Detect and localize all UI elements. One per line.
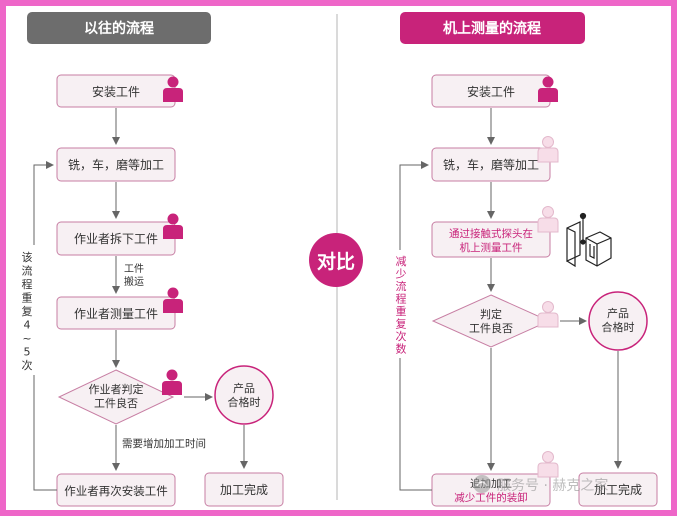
right-step-probe bbox=[431, 221, 551, 258]
left-pass-line1: 产品 bbox=[233, 381, 255, 395]
left-pass-line2: 合格时 bbox=[228, 395, 261, 409]
watermark-text: 服务号 · 赫克之家 bbox=[497, 477, 608, 494]
transport-label-2: 搬运 bbox=[124, 275, 144, 288]
loop-label-char: 次 bbox=[22, 358, 33, 372]
right-step-machining bbox=[431, 147, 551, 182]
right-panel: 机上测量的流程 安装工件 铣，车，磨等加工 通过接触式探头在 机上测量工件 判定 bbox=[392, 12, 658, 507]
right-extra-line2: 减少工件的装卸 bbox=[454, 491, 528, 504]
left-decision bbox=[57, 369, 175, 425]
transport-label-1: 工件 bbox=[124, 263, 144, 275]
right-probe-line1: 通过接触式探头在 bbox=[449, 227, 533, 240]
loop-label-char: 5 bbox=[24, 346, 31, 359]
right-title: 机上测量的流程 bbox=[443, 20, 541, 37]
right-probe-line2: 机上测量工件 bbox=[460, 241, 523, 254]
extra-time-label: 需要增加加工时间 bbox=[122, 437, 206, 450]
right-step-install-label: 安装工件 bbox=[467, 84, 515, 99]
left-step-measure-label: 作业者测量工件 bbox=[74, 307, 158, 321]
left-judge-line1: 作业者判定 bbox=[89, 382, 144, 396]
right-pass-line1: 产品 bbox=[607, 306, 629, 320]
right-pass-line2: 合格时 bbox=[602, 320, 635, 334]
loop-label-char: 数 bbox=[396, 343, 407, 356]
left-step-measure bbox=[56, 296, 176, 330]
loop-label-char: 少 bbox=[396, 268, 407, 281]
left-judge-line2: 工件良否 bbox=[94, 396, 138, 410]
left-step-remove-label: 作业者拆下工件 bbox=[74, 231, 158, 246]
loop-label-char: 次 bbox=[396, 329, 407, 343]
left-step-machining-label: 铣，车，磨等加工 bbox=[68, 157, 164, 172]
left-step-finish-label: 加工完成 bbox=[220, 482, 268, 497]
operator-icon-light bbox=[537, 451, 559, 478]
loop-label-char: 程 bbox=[22, 278, 33, 291]
left-pass-circle bbox=[214, 365, 274, 425]
left-step-finish bbox=[204, 472, 284, 507]
operator-icon-light bbox=[537, 136, 559, 163]
left-step-machining bbox=[56, 147, 176, 182]
left-panel: 以往的流程 安装工件 铣，车，磨等加工 作业者拆下工件 工件 搬运 作业者测量工… bbox=[19, 12, 284, 507]
left-loop-arrow bbox=[33, 161, 57, 491]
right-step-finish-label: 加工完成 bbox=[594, 482, 642, 497]
operator-icon-light bbox=[537, 206, 559, 233]
right-step-machining-label: 铣，车，磨等加工 bbox=[443, 157, 539, 172]
watermark: 服务号 · 赫克之家 bbox=[473, 475, 608, 494]
operator-icon bbox=[163, 213, 183, 239]
loop-label-char: 程 bbox=[396, 293, 407, 306]
loop-label-char: 流 bbox=[22, 264, 33, 278]
right-title-bar bbox=[400, 12, 585, 44]
operator-icon bbox=[163, 287, 183, 313]
loop-label-bg bbox=[19, 245, 35, 375]
compare-badge bbox=[309, 233, 363, 287]
loop-label-char: 重 bbox=[396, 304, 407, 318]
loop-label-char: 4 bbox=[24, 319, 31, 332]
probe-workpiece-icon bbox=[566, 212, 612, 268]
operator-icon-light bbox=[537, 301, 559, 328]
left-title: 以往的流程 bbox=[84, 20, 154, 37]
right-decision bbox=[431, 294, 551, 348]
operator-icon bbox=[162, 369, 182, 395]
right-judge-line2: 工件良否 bbox=[469, 321, 513, 335]
left-step-install-label: 安装工件 bbox=[92, 84, 140, 99]
left-step-reinstall-label: 作业者再次安装工件 bbox=[64, 484, 168, 498]
loop-label-char: 减 bbox=[396, 255, 407, 268]
loop-label-char: 该 bbox=[22, 250, 33, 264]
loop-label-char: 复 bbox=[22, 304, 33, 318]
compare-label: 对比 bbox=[317, 250, 355, 273]
right-judge-line1: 判定 bbox=[480, 307, 502, 321]
loop-label-char: 重 bbox=[22, 291, 33, 305]
left-title-bar bbox=[27, 12, 211, 44]
right-step-finish bbox=[578, 472, 658, 507]
loop-label-bg bbox=[392, 250, 410, 358]
right-pass-circle bbox=[588, 291, 648, 351]
loop-label-char: ~ bbox=[22, 332, 31, 345]
loop-label-char: 复 bbox=[396, 317, 407, 331]
loop-label-char: 流 bbox=[396, 279, 407, 293]
